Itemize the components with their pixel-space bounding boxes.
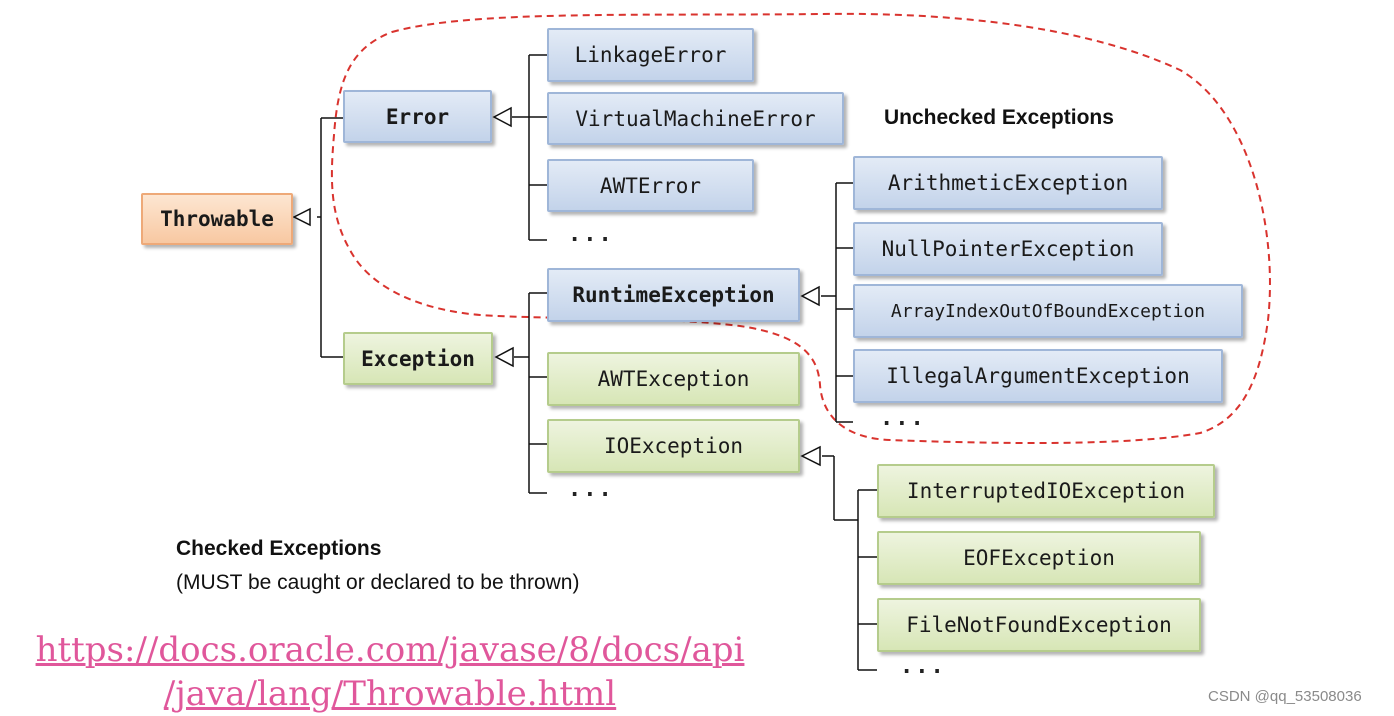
arrowhead <box>494 346 514 368</box>
exception-ellipsis: ... <box>568 477 614 502</box>
arrowhead <box>800 285 820 307</box>
throwable-doc-link-line2[interactable]: /java/lang/Throwable.html <box>163 674 617 714</box>
unchecked-region-outline <box>330 12 1271 445</box>
error-node: Error <box>343 90 492 143</box>
file-not-found-exception-node: FileNotFoundException <box>877 598 1201 652</box>
arrowhead <box>492 106 512 128</box>
throwable-doc-link-line1[interactable]: https://docs.oracle.com/javase/8/docs/ap… <box>35 630 745 670</box>
linkage-error-node: LinkageError <box>547 28 754 82</box>
virtual-machine-error-node: VirtualMachineError <box>547 92 844 145</box>
io-ellipsis: ... <box>900 654 946 679</box>
arrowhead <box>800 445 821 467</box>
exception-node: Exception <box>343 332 493 385</box>
runtime-exception-node: RuntimeException <box>547 268 800 322</box>
throwable-node: Throwable <box>141 193 293 245</box>
checked-exceptions-label: Checked Exceptions <box>176 537 382 560</box>
null-pointer-exception-node: NullPointerException <box>853 222 1163 276</box>
error-ellipsis: ... <box>568 222 614 247</box>
io-exception-node: IOException <box>547 419 800 473</box>
checked-exceptions-note: (MUST be caught or declared to be thrown… <box>176 571 580 594</box>
arithmetic-exception-node: ArithmeticException <box>853 156 1163 210</box>
watermark: CSDN @qq_53508036 <box>1208 688 1362 705</box>
unchecked-exceptions-label: Unchecked Exceptions <box>884 106 1114 129</box>
array-index-out-of-bound-exception-node: ArrayIndexOutOfBoundException <box>853 284 1243 338</box>
arrowhead <box>292 207 311 227</box>
awt-error-node: AWTError <box>547 159 754 212</box>
awt-exception-node: AWTException <box>547 352 800 406</box>
interrupted-io-exception-node: InterruptedIOException <box>877 464 1215 518</box>
throwable-doc-link[interactable]: https://docs.oracle.com/javase/8/docs/ap… <box>10 628 770 716</box>
eof-exception-node: EOFException <box>877 531 1201 585</box>
illegal-argument-exception-node: IllegalArgumentException <box>853 349 1223 403</box>
runtime-ellipsis: ... <box>880 406 926 431</box>
